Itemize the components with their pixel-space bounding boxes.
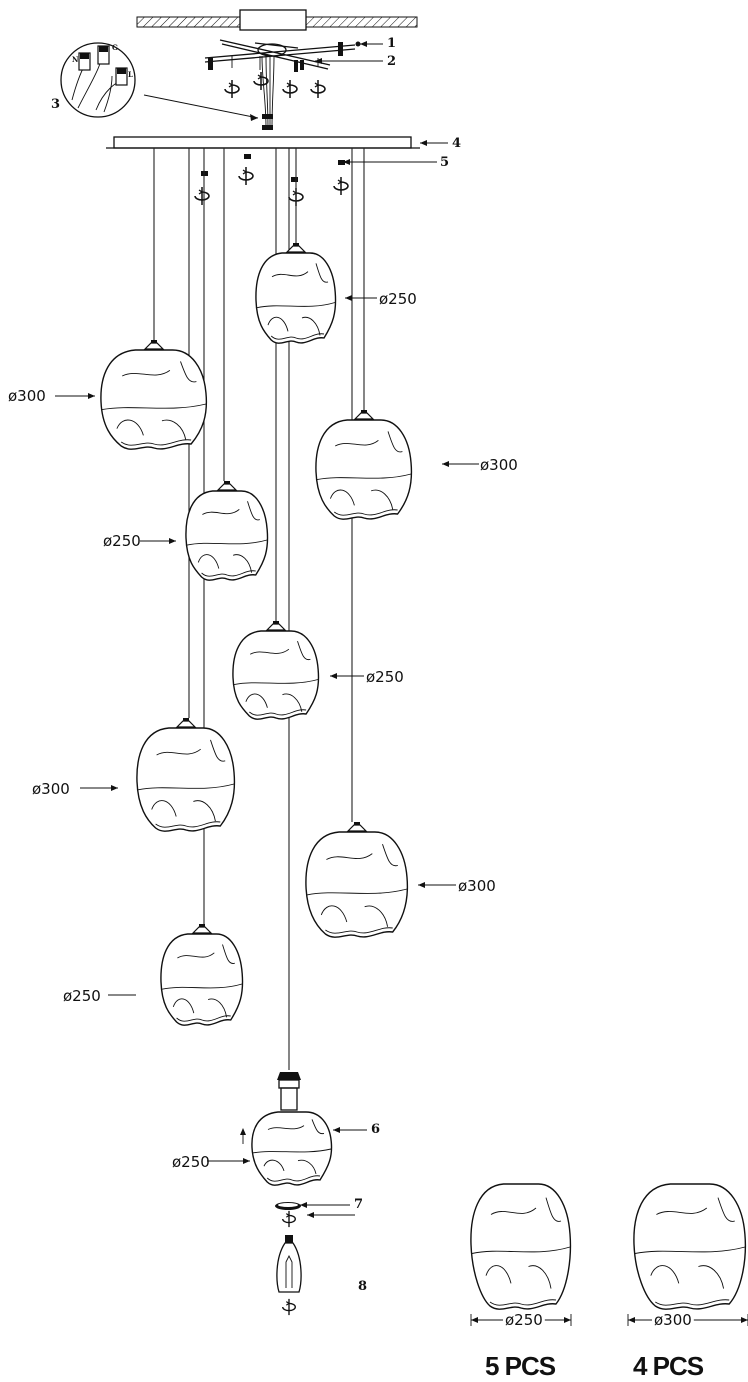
summary-shade-300 <box>633 1183 747 1310</box>
svg-text:L: L <box>128 70 133 79</box>
part-label-7: 7 <box>354 1197 363 1212</box>
summary-count-300: 4 PCS <box>633 1351 704 1381</box>
summary-dim-300: ø300 <box>654 1311 692 1329</box>
dim-label: ø250 <box>103 532 141 550</box>
glass-shades <box>100 243 747 1310</box>
wire-connector-detail: N G L <box>60 42 259 121</box>
wire-bundle <box>261 55 275 130</box>
dim-label: ø250 <box>379 290 417 308</box>
mounting-bracket <box>204 39 361 99</box>
part-label-6: 6 <box>371 1122 380 1137</box>
part-label-1: 1 <box>387 36 396 51</box>
shade-300-a <box>100 340 208 450</box>
svg-text:G: G <box>112 43 118 52</box>
svg-text:N: N <box>72 55 79 64</box>
shade-250-c <box>232 621 320 720</box>
socket-assembly <box>240 1072 301 1144</box>
canopy-plate <box>106 136 420 207</box>
dim-label: ø250 <box>172 1153 210 1171</box>
dim-label: ø300 <box>8 387 46 405</box>
dim-label: ø250 <box>63 987 101 1005</box>
summary-count-250: 5 PCS <box>485 1351 556 1381</box>
shade-ring <box>275 1202 301 1228</box>
summary-counts: 5 PCS 4 PCS <box>485 1351 705 1381</box>
dim-label: ø300 <box>480 456 518 474</box>
shade-250-a <box>255 243 337 344</box>
part-label-2: 2 <box>387 54 396 69</box>
shade-300-b <box>315 410 413 520</box>
shade-300-c <box>136 718 236 832</box>
dim-label: ø300 <box>458 877 496 895</box>
edison-bulb <box>276 1235 302 1316</box>
ceiling <box>136 9 418 31</box>
shade-250-b <box>185 481 269 581</box>
shade-300-d <box>305 822 409 938</box>
part-label-4: 4 <box>452 136 461 151</box>
part-label-5: 5 <box>440 155 449 170</box>
part-labels: 1 2 3 4 5 6 7 8 <box>51 36 461 1294</box>
summary-shade-250 <box>470 1183 572 1310</box>
dim-label: ø250 <box>366 668 404 686</box>
shade-250-d <box>160 924 244 1026</box>
shade-250-e <box>251 1111 333 1186</box>
part-label-8: 8 <box>358 1279 367 1294</box>
part-label-3: 3 <box>51 97 60 112</box>
diameter-labels: ø250 ø300 ø300 ø250 ø250 ø300 ø300 ø250 … <box>8 290 694 1329</box>
dim-label: ø300 <box>32 780 70 798</box>
summary-dim-250: ø250 <box>505 1311 543 1329</box>
